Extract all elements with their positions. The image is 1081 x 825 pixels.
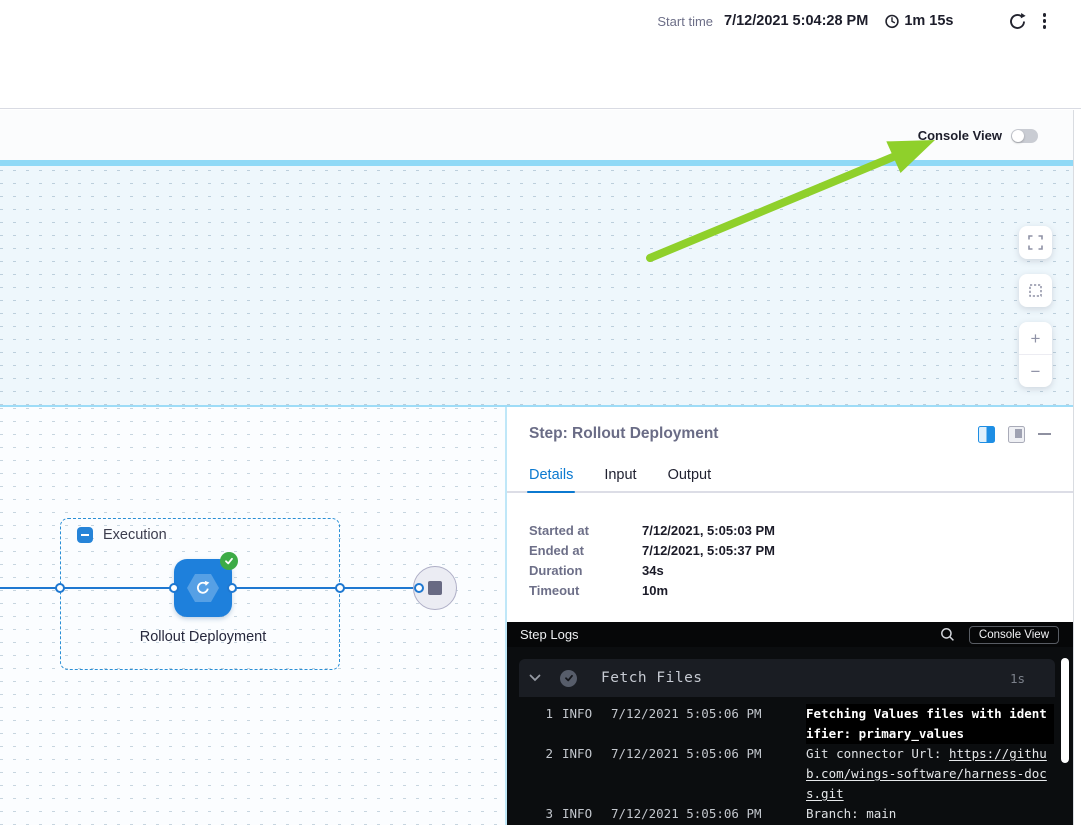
fullscreen-button[interactable] [1019,226,1052,259]
refresh-button[interactable] [1006,10,1029,33]
log-message: Git connector Url: https://github.com/wi… [806,744,1054,804]
log-line-number: 3 [519,804,553,824]
hexagon-shape [187,574,219,602]
log-message: Fetching Values files with identifier: p… [806,704,1054,744]
split-view-icon[interactable] [978,426,995,443]
log-lines: 1 INFO 7/12/2021 5:05:06 PM Fetching Val… [519,704,1055,824]
overlay-view-icon[interactable] [1008,426,1025,443]
log-line-number: 2 [519,744,553,764]
execution-group-label: Execution [103,527,167,543]
panel-tabs: Details Input Output [507,467,1073,491]
log-level: INFO [562,804,594,824]
zoom-in-button[interactable]: + [1019,322,1052,355]
minimize-panel-button[interactable] [1038,433,1051,436]
log-row: 3 INFO 7/12/2021 5:05:06 PM Branch: main [519,804,1055,824]
toolbar-row: Console View [0,110,1073,160]
log-timestamp: 7/12/2021 5:05:06 PM [611,744,763,764]
top-header: Start time 7/12/2021 5:04:28 PM 1m 15s [0,0,1081,109]
detail-row-started-at: Started at 7/12/2021, 5:05:03 PM [529,521,1051,541]
port [55,583,65,593]
log-row: 1 INFO 7/12/2021 5:05:06 PM Fetching Val… [519,704,1055,744]
tab-output[interactable]: Output [668,467,712,491]
panel-title: Step: Rollout Deployment [529,425,718,443]
step-logs-section: Step Logs Console View Fetch Files [507,622,1073,825]
minus-icon [81,534,89,536]
tab-input[interactable]: Input [604,467,636,491]
chevron-down-icon[interactable] [529,674,541,682]
detail-label: Ended at [529,541,642,561]
tab-details[interactable]: Details [529,467,573,491]
detail-value: 7/12/2021, 5:05:03 PM [642,521,775,541]
marquee-icon [1027,282,1044,299]
log-row: 2 INFO 7/12/2021 5:05:06 PM Git connecto… [519,744,1055,804]
fullscreen-icon [1027,234,1044,251]
logs-body[interactable]: Fetch Files 1s 1 INFO 7/12/2021 5:05:06 … [507,647,1073,825]
log-message-prefix: Git connector Url: [806,746,949,761]
kebab-menu-button[interactable] [1041,11,1049,31]
detail-rows: Started at 7/12/2021, 5:05:03 PM Ended a… [529,521,1051,601]
detail-label: Duration [529,561,642,581]
zoom-out-button[interactable]: − [1019,355,1052,387]
port [227,583,237,593]
log-line-number: 1 [519,704,553,724]
console-view-label: Console View [918,128,1002,143]
start-time-label: Start time [657,14,713,29]
detail-label: Started at [529,521,642,541]
log-timestamp: 7/12/2021 5:05:06 PM [611,704,763,724]
log-group-duration: 1s [1010,671,1025,686]
start-time-value: 7/12/2021 5:04:28 PM [724,13,868,29]
step-logs-bar: Step Logs Console View [507,622,1073,647]
detail-row-timeout: Timeout 10m [529,581,1051,601]
log-timestamp: 7/12/2021 5:05:06 PM [611,804,763,824]
detail-label: Timeout [529,581,642,601]
detail-value: 7/12/2021, 5:05:37 PM [642,541,775,561]
redo-icon [195,580,211,596]
detail-value: 34s [642,561,664,581]
port [414,583,424,593]
clock-icon [884,13,900,29]
step-node-rollout-deployment[interactable] [174,559,232,617]
right-edge-strip [1073,110,1081,825]
logs-scrollbar[interactable] [1061,658,1069,763]
log-group-title: Fetch Files [601,670,703,686]
step-logs-title: Step Logs [520,627,579,642]
step-node-label: Rollout Deployment [123,626,283,648]
log-group-header[interactable]: Fetch Files 1s [519,659,1055,697]
duration-value: 1m 15s [904,13,953,29]
detail-row-ended-at: Ended at 7/12/2021, 5:05:37 PM [529,541,1051,561]
zoom-controls: + − [1019,322,1052,387]
stop-square-icon [428,581,442,595]
success-check-badge [220,552,238,570]
port [169,583,179,593]
search-icon[interactable] [940,627,955,642]
log-message: Branch: main [806,804,1054,824]
fit-selection-button[interactable] [1019,274,1052,307]
console-view-toggle[interactable] [1011,129,1038,143]
detail-row-duration: Duration 34s [529,561,1051,581]
stage-graph-canvas[interactable] [0,166,1073,405]
toggle-knob [1012,130,1024,142]
refresh-icon [1008,12,1027,31]
step-details-panel: Step: Rollout Deployment Details Input O… [505,407,1073,825]
success-circle-icon [560,670,577,687]
detail-value: 10m [642,581,668,601]
log-level: INFO [562,704,594,724]
collapse-group-button[interactable] [77,527,93,543]
log-level: INFO [562,744,594,764]
port [335,583,345,593]
console-view-button[interactable]: Console View [969,626,1059,644]
